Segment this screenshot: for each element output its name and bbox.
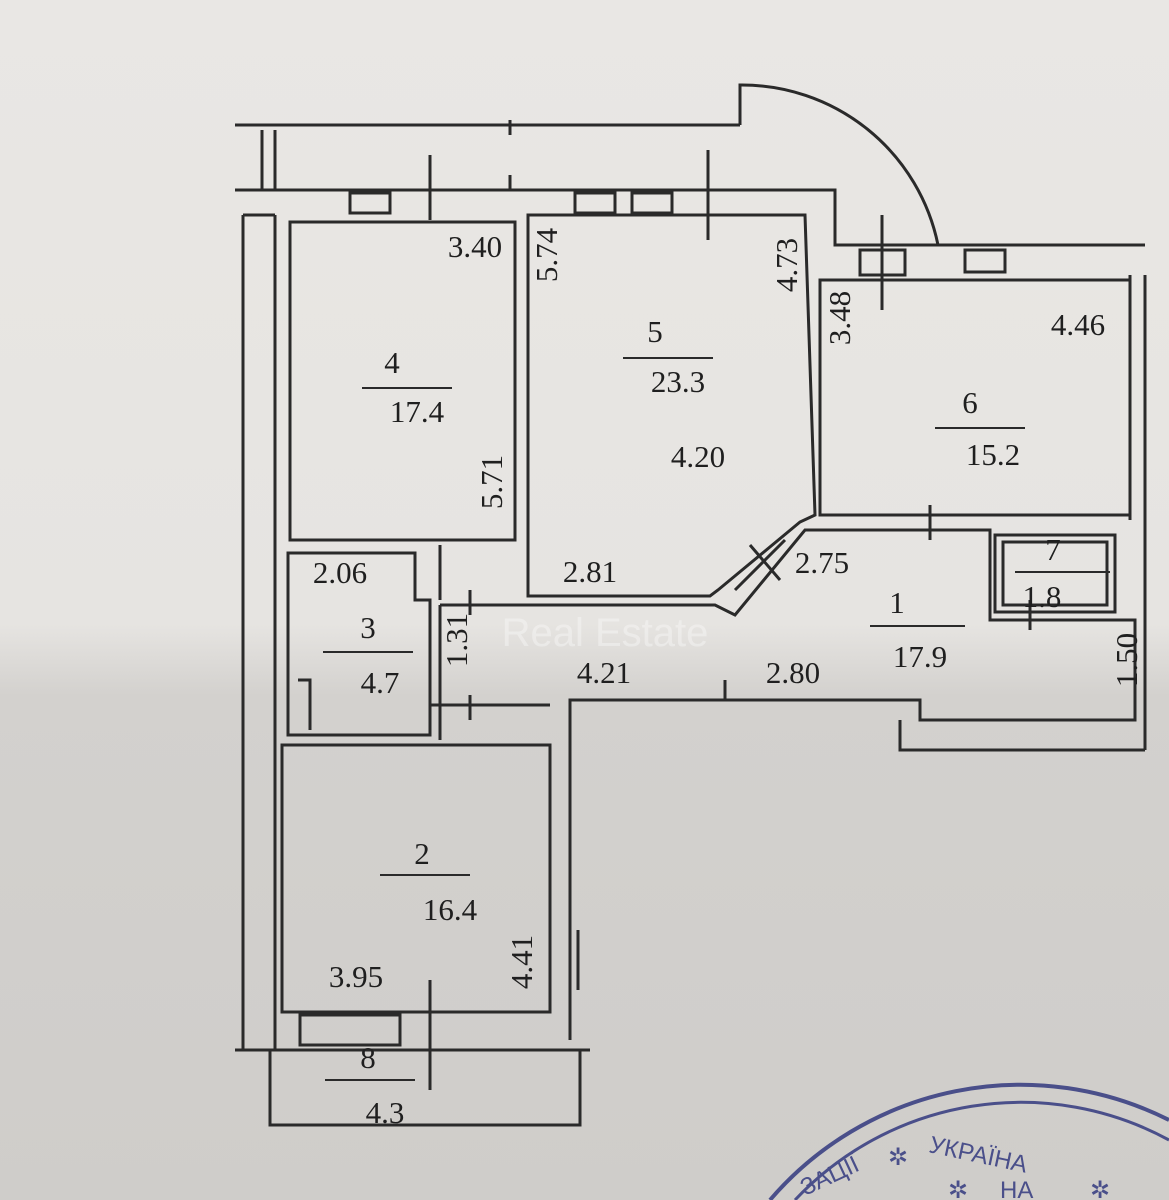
room-8-area: 4.3	[366, 1095, 405, 1130]
stamp-text-bottom: НА	[1000, 1177, 1033, 1200]
stamp-star-icon: ✲	[888, 1144, 908, 1171]
room-6-area: 15.2	[966, 437, 1020, 472]
stamp-text-left: ЗАЦІЇ	[796, 1151, 864, 1200]
room-1-area: 17.9	[893, 639, 947, 674]
room-4-area: 17.4	[390, 394, 445, 429]
dim-r6-width: 4.46	[1051, 307, 1105, 342]
dim-r1-left: 4.21	[577, 655, 631, 690]
window	[963, 248, 1007, 274]
door-marker	[733, 538, 787, 592]
dim-r5-right: 4.73	[769, 238, 804, 292]
stamp-star-icon: ✲	[948, 1177, 968, 1200]
room-8-number: 8	[360, 1040, 376, 1075]
dim-r4-width: 3.40	[448, 229, 502, 264]
room-4-outline	[288, 220, 517, 542]
room-2-outline	[280, 743, 552, 1014]
dim-r3-width: 2.06	[313, 555, 367, 590]
dim-r3-door: 1.31	[439, 613, 474, 667]
dim-r2-width: 3.95	[329, 959, 383, 994]
room-7-outline	[993, 533, 1117, 614]
dim-r5-width: 4.20	[671, 439, 725, 474]
walls	[235, 83, 1147, 1052]
dim-r6-left: 3.48	[822, 291, 857, 345]
room-1-outline	[430, 528, 1145, 1040]
room-8-outline	[268, 1048, 582, 1127]
window	[298, 1013, 402, 1047]
room-3-number: 3	[360, 610, 376, 645]
dim-r2-length: 4.41	[504, 935, 539, 989]
room-3-outline	[286, 551, 432, 737]
window	[630, 191, 674, 215]
dim-r1-side: 1.50	[1109, 633, 1144, 687]
dim-r1-right: 2.80	[766, 655, 820, 690]
stamp-text-center: УКРАЇНА	[927, 1131, 1030, 1178]
room-5-number: 5	[647, 314, 663, 349]
stamp: ЗАЦІЇ ✲ УКРАЇНА ✲ НА ✲	[768, 1082, 1169, 1200]
room-4-number: 4	[384, 345, 400, 380]
stamp-star-icon: ✲	[1090, 1177, 1110, 1200]
dim-r5-top: 5.74	[529, 227, 564, 282]
room-2-number: 2	[414, 836, 430, 871]
room-6-number: 6	[962, 385, 978, 420]
room-3-area: 4.7	[361, 665, 400, 700]
room-7-number: 7	[1045, 532, 1061, 567]
window	[348, 191, 392, 215]
room-7-inner	[1001, 540, 1109, 607]
window	[573, 191, 617, 215]
dim-r5-bottom: 2.81	[563, 554, 617, 589]
room-1-number: 1	[889, 585, 905, 620]
room-6-outline	[818, 278, 1132, 517]
fraction-lines	[323, 357, 1110, 1081]
balcony-arc	[738, 83, 940, 246]
room-5-area: 23.3	[651, 364, 705, 399]
watermark: Real Estate	[502, 611, 709, 655]
dim-r4-length: 5.71	[474, 455, 509, 509]
room-7-area: 1.8	[1023, 579, 1062, 614]
room-2-area: 16.4	[423, 892, 478, 927]
dim-r5-diag: 2.75	[795, 545, 849, 580]
